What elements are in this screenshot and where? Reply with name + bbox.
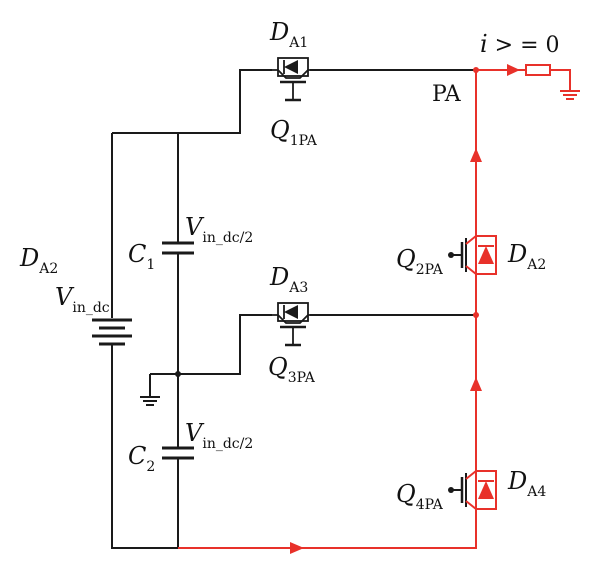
label-da4: DA4 [507,467,546,500]
label-vin-dc-half-bottom: Vin_dc/2 [185,419,253,452]
igbt-q3pa-symbol [272,302,310,347]
dc-source-bottom-wire [111,344,178,549]
label-q4pa: Q4PA [396,480,444,513]
capacitor-c2-symbol [162,446,194,460]
label-da2-left: DA2 [19,244,58,277]
output-current-arrow [507,64,520,76]
load-resistor [525,64,551,76]
midpoint-wire [150,314,272,375]
lower-leg-arrow [470,377,482,391]
top-bus-wire [112,69,272,134]
current-path [178,64,571,554]
igbt-q4pa-symbol [448,470,497,510]
capacitor-c1-symbol [162,241,194,255]
label-da2-right: DA2 [507,240,546,273]
ground-midpoint-icon [140,396,160,406]
label-q3pa: Q3PA [268,353,316,386]
igbt-q1pa-symbol [272,57,310,102]
ground-load-icon [560,90,580,100]
label-q1pa: Q1PA [270,116,318,149]
midpoint-node-dot [175,371,181,377]
load-ground-lead [550,69,571,90]
label-q2pa: Q2PA [396,245,444,278]
leg-mid-node-dot [473,312,479,318]
label-da3: DA3 [269,263,308,296]
dc-source-symbol [92,318,132,346]
label-pa-node: PA [432,82,462,107]
label-da1: DA1 [269,18,308,51]
upper-leg-arrow [470,148,482,162]
pa-node-dot [473,67,479,73]
black-wiring [111,69,476,549]
label-vin-dc: Vin_dc [55,283,110,316]
label-c1: C1 [128,240,155,273]
bottom-bus-arrow [290,542,304,554]
label-current-condition: i > = 0 [480,30,560,58]
label-vin-dc-half-top: Vin_dc/2 [185,213,253,246]
igbt-q2pa-symbol [448,235,497,275]
red-return-wire [178,70,477,549]
label-c2: C2 [128,442,155,475]
